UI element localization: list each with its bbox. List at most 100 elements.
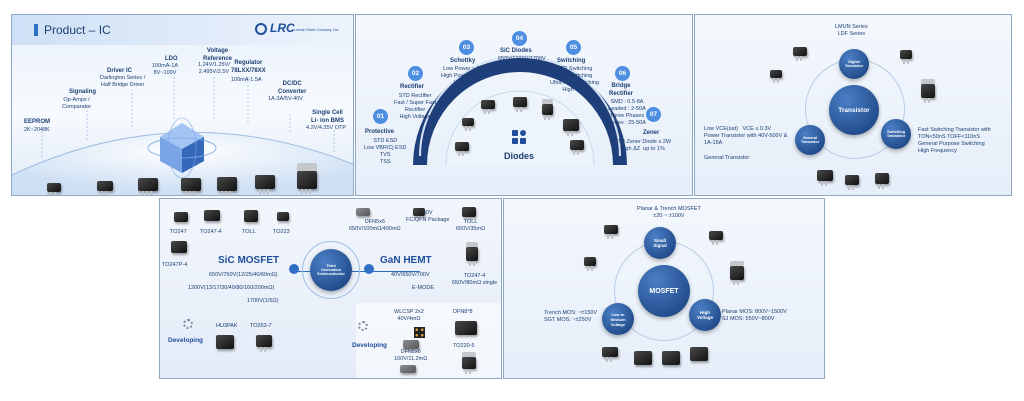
gan-pkg3: TOLL 650V/35mΩ <box>456 219 486 232</box>
gan-spec-2: E-MODE <box>412 285 434 291</box>
diodes-chip-6 <box>570 140 584 155</box>
sic-dot-icon <box>289 264 299 274</box>
ic-regulator-spec: 100mA-1.5A <box>231 77 262 83</box>
dev-to220-label: TO220-5 <box>453 343 475 349</box>
diodes-panel: 01 Protective STD ESD Low VBR/Cj ESD TVS… <box>355 14 693 196</box>
diodes-num-02: 02 <box>408 66 423 81</box>
ic-regulator-name: Regulator 78LXX/78XX <box>231 60 266 74</box>
dev-to220-icon <box>462 357 476 374</box>
transistor-chip-2 <box>770 70 782 83</box>
mosfet-panel: Planar & Trench MOSFET ±20 ~ ±100V MOSFE… <box>503 198 825 379</box>
lrc-logo-subtitle: Leshan Radio Company, Ltd. <box>294 28 340 32</box>
diodes-num-05: 05 <box>566 40 581 55</box>
diodes-chip-7 <box>455 142 469 156</box>
transistor-chip-6 <box>845 175 859 190</box>
diodes-chip-3 <box>513 97 527 112</box>
gan-pkg1: DFN5x6 650V/100mΩ/400mΩ <box>349 219 401 232</box>
ic-bms-spec: 4.2V/4.35V OTP <box>306 125 347 131</box>
mosfet-chip-1 <box>604 225 618 239</box>
mosfet-center-node: MOSFET <box>638 265 690 317</box>
sic-pkg-to247-icon <box>174 212 188 222</box>
mosfet-left-text: Trench MOS: ~±150V SGT MOS: ~±250V <box>544 310 598 323</box>
diodes-zener-spec: STD Zener Diode ≤ 2W High ΔZ up to 1% <box>614 139 672 152</box>
ic-crystal-icon <box>147 117 217 179</box>
ic-chip-soic8 <box>181 178 201 195</box>
dev-wlcsp-icon <box>414 327 425 338</box>
diodes-sic-name: SiC Diodes <box>500 48 532 54</box>
diodes-protective-spec: STD ESD Low VBR/Cj ESD TVS TSS <box>364 138 407 165</box>
ic-chip-soic <box>138 178 158 195</box>
ic-driver-name: Driver IC <box>107 68 133 74</box>
mosfet-top-text: Planar & Trench MOSFET ±20 ~ ±100V <box>637 206 701 219</box>
ic-panel: Product – IC LRC Leshan Radio Company, L… <box>11 14 354 196</box>
diodes-chip-4 <box>542 104 553 120</box>
mosfet-chip-3 <box>709 231 723 245</box>
ic-bms-name: Single Cell Li- ion BMS <box>311 110 344 124</box>
diodes-chip-1 <box>462 118 474 131</box>
dev-right-label: Developing <box>352 342 388 349</box>
mosfet-chip-6 <box>634 351 652 365</box>
dev-to263-icon <box>256 335 272 352</box>
diodes-rectifier-name: Rectifier <box>400 84 425 90</box>
mosfet-chip-5 <box>602 347 618 362</box>
transistor-general-node: General Transistor <box>795 125 825 155</box>
ic-ldo-spec: 100mA-1A 8V~100V <box>152 63 178 76</box>
gan-pkg4: TO247-4 650V/80mΩ single <box>452 273 498 286</box>
dev-hu3pak-icon <box>216 335 234 349</box>
ic-signaling-spec: Op-Amps / Comparator <box>62 97 92 110</box>
dev-right-gear-icon <box>358 321 368 331</box>
transistor-left-label: General Transistor <box>704 155 750 161</box>
diodes-chip-4-tab <box>542 99 553 105</box>
transistor-center-node: Transistor <box>829 85 879 135</box>
sic-gan-center-node: Third Generation Semiconductor <box>310 249 352 291</box>
ic-chip-sot23 <box>97 181 113 195</box>
transistor-chip-3 <box>900 50 912 64</box>
ic-signaling-name: Signaling <box>69 89 96 95</box>
ic-vref-name: Voltage Reference <box>203 48 233 62</box>
ic-dcdc-spec: 1A-3A/5V-40V <box>268 96 303 102</box>
diodes-zener-name: Zener <box>643 130 660 136</box>
dev-dfn56-label: DFN5x6 100V/11.2mΩ <box>394 349 428 362</box>
diodes-chip-2 <box>481 100 495 114</box>
sic-gan-panel: TO247 TO247-4 TOLL TO223 TO247P-4 SiC MO… <box>159 198 502 379</box>
gan-pkg2: 40V FC/QFN Package <box>406 210 450 223</box>
mosfet-chip-4 <box>730 266 744 285</box>
dev-dfn88-icon <box>455 321 477 335</box>
dev-left-gear-icon <box>183 319 193 329</box>
sic-mosfet-title: SiC MOSFET <box>218 255 280 266</box>
diodes-num-07: 07 <box>646 107 661 122</box>
diodes-center-label: Diodes <box>504 151 535 161</box>
diodes-protective-name: Protective <box>365 129 395 135</box>
diodes-rectifier-spec: STD Rectifier Fast / Super Fast Rectifie… <box>394 93 437 120</box>
diodes-grid-icon <box>512 130 526 144</box>
transistor-chip-5 <box>817 170 833 186</box>
diodes-schottky-spec: Low Power ~ 3A High Power ~ 60A Low VF <box>441 66 486 86</box>
diodes-num-04: 04 <box>512 31 527 46</box>
ic-page-title: Product – IC <box>44 23 111 37</box>
mosfet-medium-node: Low to Medium Voltage <box>602 303 634 335</box>
transistor-switching-node: Switching Transistor <box>881 119 911 149</box>
diodes-switching-spec: STD Switching Fast Switching Ultra Fast … <box>550 66 599 93</box>
sic-spec-1: 650V/750V(12/25/40/60mΩ) <box>209 272 278 278</box>
ic-chip-dpak <box>255 175 275 194</box>
ic-title-marker <box>34 24 38 36</box>
dev-left-label: Developing <box>168 337 204 344</box>
transistor-chip-1 <box>793 47 807 61</box>
gan-hemt-title: GaN HEMT <box>380 255 432 266</box>
ic-chip-sop <box>217 177 237 195</box>
dev-right-panel <box>356 303 501 378</box>
ic-dcdc-name: DC/DC Converter <box>278 81 307 95</box>
sic-pkg-to247-4: TO247-4 <box>200 229 222 235</box>
mosfet-chip-2 <box>584 257 596 271</box>
ic-chip-to220-tab <box>297 163 317 172</box>
sic-pkg-to247: TO247 <box>170 229 187 235</box>
dev-to220-tab <box>462 352 476 358</box>
dev-dfn56-icon <box>403 340 419 349</box>
mosfet-chip-7 <box>662 351 680 365</box>
transistor-chip-7 <box>875 173 889 189</box>
sic-spec-3: 1700V(1/5Ω) <box>247 298 279 304</box>
dev-to263-label: TO263-7 <box>250 323 272 329</box>
ic-chip-sot <box>47 183 61 195</box>
gan-pkg4-icon <box>466 247 478 266</box>
sic-pkg-toll: TOLL <box>242 229 256 235</box>
